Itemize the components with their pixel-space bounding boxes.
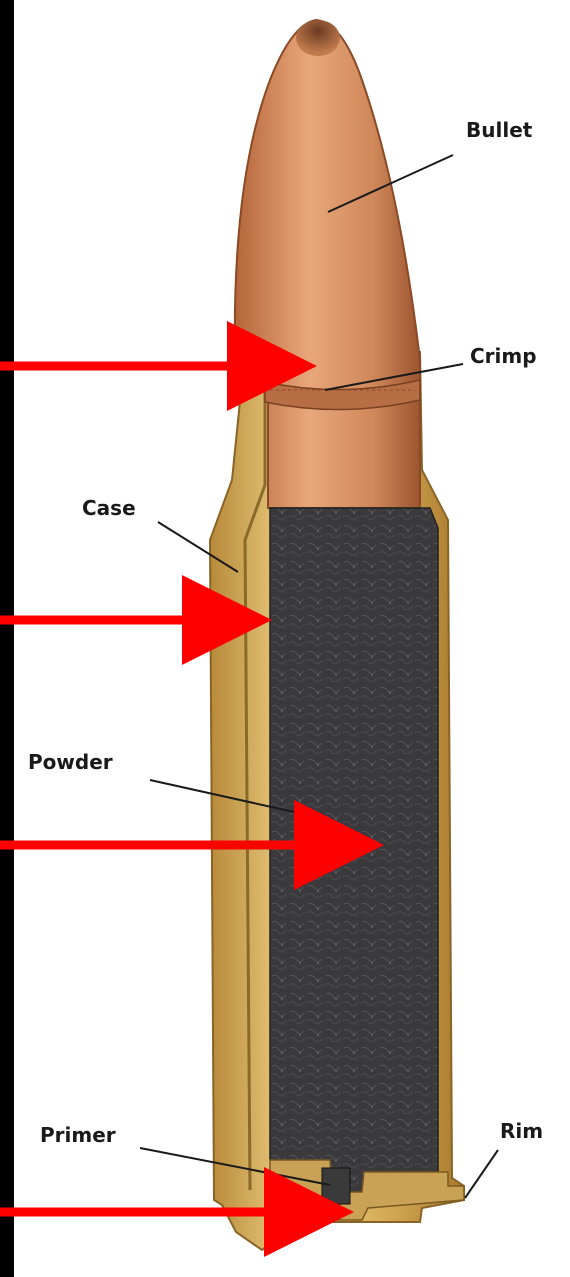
label-crimp: Crimp bbox=[470, 346, 537, 366]
label-primer: Primer bbox=[40, 1125, 116, 1145]
bullet-tip bbox=[296, 20, 340, 56]
label-rim: Rim bbox=[500, 1121, 543, 1141]
label-powder: Powder bbox=[28, 752, 113, 772]
label-bullet: Bullet bbox=[466, 120, 532, 140]
leader-rim bbox=[465, 1150, 498, 1198]
primer-pocket bbox=[322, 1168, 350, 1204]
powder-fill bbox=[270, 508, 438, 1192]
label-case: Case bbox=[82, 498, 136, 518]
